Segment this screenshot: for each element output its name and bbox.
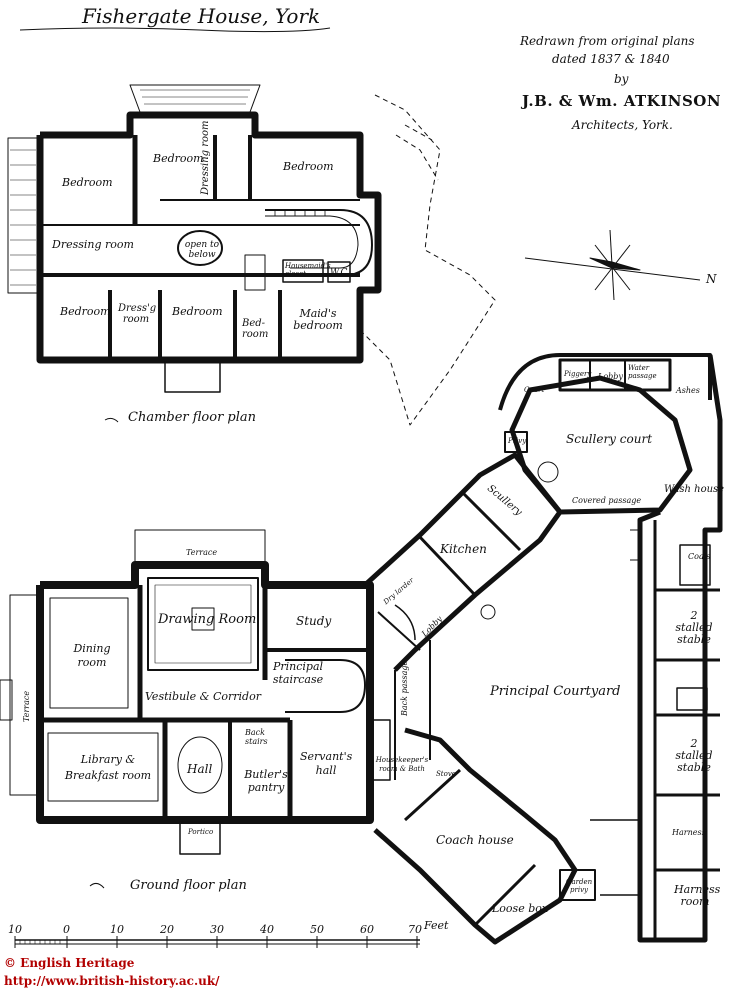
- room-back-stairs: Back stairs: [245, 728, 268, 746]
- room-terrace: Terrace: [186, 548, 218, 557]
- offices-walls: [363, 353, 723, 945]
- room-drawing-room: Drawing Room: [158, 612, 257, 627]
- room-servants-hall: Servant's hall: [300, 750, 353, 777]
- room-dressg-room: Dress'g room: [118, 303, 157, 325]
- scale-bar: [14, 936, 420, 948]
- room-terrace-west: Terrace: [22, 690, 31, 722]
- room-bedroom-s: Bedroom: [172, 305, 223, 318]
- room-study: Study: [296, 614, 332, 628]
- room-hall: Hall: [187, 762, 213, 776]
- scale-tick-label: 0: [63, 923, 70, 936]
- scale-tick-label: 30: [210, 923, 224, 936]
- room-coals: Coals: [688, 552, 711, 561]
- room-bedroom-ne: Bedroom: [283, 160, 334, 173]
- room-wc: W.C.: [330, 268, 350, 278]
- room-library-breakfast: Library & Breakfast room: [64, 753, 152, 782]
- title-underline: [19, 27, 331, 33]
- scale-tick-label: 10: [110, 923, 124, 936]
- scale-tick-label: 70: [408, 923, 422, 936]
- page-title: Fishergate House, York: [82, 4, 321, 28]
- room-privy: Privy: [508, 437, 527, 445]
- credit-copyright: © English Heritage: [4, 956, 135, 970]
- attribution-line-2: dated 1837 & 1840: [552, 52, 670, 66]
- chamber-floor-walls: [7, 84, 382, 393]
- room-piggery: Piggery: [564, 370, 592, 378]
- room-maids-bedroom: Maid's bedroom: [293, 307, 343, 332]
- room-back-passage: Back passage: [400, 660, 409, 716]
- compass-north-label: N: [706, 272, 717, 286]
- room-court: Court: [524, 386, 545, 394]
- attribution-line-3: by: [614, 72, 629, 86]
- compass-rose-icon: [524, 229, 701, 301]
- room-loose-box: Loose box: [492, 902, 549, 915]
- room-coach-house: Coach house: [436, 833, 514, 847]
- room-harness: Harness: [672, 828, 706, 837]
- room-bed-room: Bed-room: [242, 318, 269, 340]
- room-stove: Stove: [436, 770, 456, 778]
- ground-floor-walls: [0, 529, 391, 855]
- room-open-to-below: open to below: [184, 240, 220, 260]
- attribution-line-1: Redrawn from original plans: [520, 34, 695, 48]
- room-vestibule-corridor: Vestibule & Corridor: [145, 690, 261, 703]
- room-bedroom-sw: Bedroom: [60, 305, 111, 318]
- room-lobby-top: Lobby: [598, 372, 623, 381]
- room-harness-room: Harness room: [674, 883, 721, 908]
- scale-tick-label: 20: [160, 923, 174, 936]
- chamber-floor-caption: Chamber floor plan: [128, 410, 257, 425]
- scale-tick-label: 60: [360, 923, 374, 936]
- room-dining-room: Dining room: [73, 642, 111, 669]
- room-garden-privy: Garden privy: [565, 878, 593, 894]
- room-housemaids-closet: Housemaid's closet: [285, 262, 331, 278]
- room-stable-1: 2 stalled stable: [675, 609, 713, 646]
- room-wash-house: Wash house: [664, 484, 725, 495]
- room-portico: Portico: [188, 828, 214, 836]
- room-principal-courtyard: Principal Courtyard: [490, 684, 621, 699]
- room-kitchen: Kitchen: [440, 542, 487, 556]
- room-housekeepers-room: Housekeeper's room & Bath: [375, 756, 429, 773]
- room-principal-staircase: Principal staircase: [272, 660, 324, 686]
- room-scullery-court: Scullery court: [566, 432, 653, 446]
- attribution-line-5: Architects, York.: [572, 118, 673, 132]
- room-water-passage: Water passage: [628, 364, 657, 380]
- room-stable-2: 2 stalled stable: [675, 737, 713, 774]
- room-dressing-room-w: Dressing room: [52, 238, 134, 251]
- room-bedroom-nw: Bedroom: [62, 176, 113, 189]
- attribution-architects: J.B. & Wm. ATKINSON: [522, 92, 722, 110]
- room-covered-passage: Covered passage: [572, 496, 642, 505]
- ground-floor-caption: Ground floor plan: [130, 878, 247, 893]
- room-ashes: Ashes: [676, 386, 700, 395]
- scale-tick-label: 40: [260, 923, 274, 936]
- room-dressing-room-n: Dressing room: [200, 120, 211, 195]
- room-butlers-pantry: Butler's pantry: [244, 768, 288, 794]
- scale-tick-label: 10: [8, 923, 22, 936]
- credit-link[interactable]: http://www.british-history.ac.uk/: [4, 974, 220, 988]
- scale-tick-label: 50: [310, 923, 324, 936]
- scale-unit-label: Feet: [424, 919, 449, 932]
- room-bedroom-n: Bedroom: [153, 152, 204, 165]
